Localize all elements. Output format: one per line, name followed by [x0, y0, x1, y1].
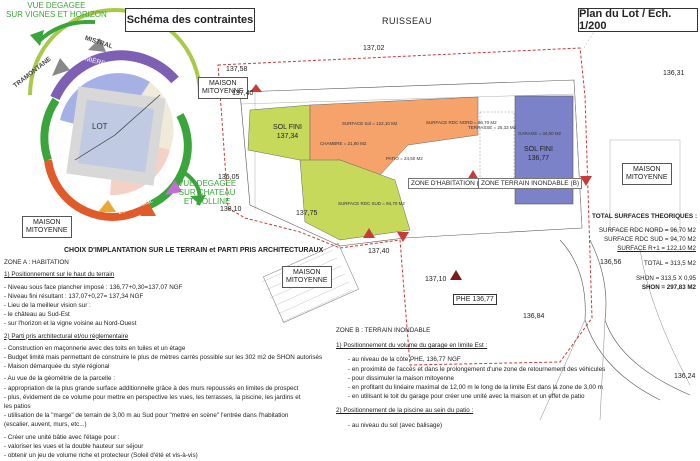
text-zone-a: CHOIX D'IMPLANTATION SUR LE TERRAIN et P…: [4, 246, 334, 460]
surf-rdc-sud: SURFACE RDC SUD = 94,70 M2: [338, 201, 405, 206]
phe-label: PHE 136,77: [453, 294, 497, 305]
surf-sol: SURFACE Sol = 122,10 M2: [342, 121, 398, 126]
zone-b-s1a: - au niveau de la côte PHE, 136,77 NGF: [348, 356, 461, 364]
sol-fini-a: SOL FINI 137,34: [273, 124, 302, 140]
level-137-10: 137,10: [425, 276, 447, 283]
zone-b-s2a: - au niveau du sol (avec balisage): [348, 421, 443, 429]
zone-a-s2f: - plus, évidement de ce volume pour mett…: [4, 393, 301, 401]
totals-block: TOTAL SURFACES THEORIQUES : SURFACE RDC …: [592, 212, 698, 292]
maison-mitoyenne-east: MAISON MITOYENNE: [622, 163, 672, 186]
zone-a-s2d: - Au vue de la géométrie de la parcelle …: [4, 375, 115, 383]
shon-calc: SHON = 313,5 X 0,95: [635, 275, 696, 282]
level-137-02: 137,02: [363, 45, 385, 52]
total-r1: SURFACE R+1 = 122,10 M2: [617, 245, 696, 252]
zone-habitation-label: ZONE D'HABITATION (A): [408, 178, 489, 189]
patio-label: PATIO = 24,50 M2: [386, 156, 423, 161]
shon-result: SHON = 297,83 M2: [641, 284, 696, 291]
zone-a-s1b: - Niveau fini résultant : 137,07+0,27= 1…: [4, 292, 144, 300]
ruisseau-label: RUISSEAU: [382, 16, 433, 26]
zone-a-s2b: - Budget limité mais permettant de const…: [4, 354, 323, 362]
text-zone-b: ZONE B : TERRAIN INONDABLE 1) Positionne…: [336, 326, 636, 430]
level-137-58: 137,58: [226, 66, 248, 73]
lot-label: LOT: [92, 122, 108, 131]
text-heading: CHOIX D'IMPLANTATION SUR LE TERRAIN et P…: [64, 247, 324, 254]
total-sum: TOTAL = 313,5 M2: [644, 260, 696, 267]
zone-b-title: ZONE B : TERRAIN INONDABLE: [336, 327, 431, 334]
schema-title: Schéma des contraintes: [125, 8, 255, 32]
zone-a-s1a: - Niveau sous face plancher imposé : 136…: [4, 283, 183, 291]
zone-b-s1b: - en proximité de l'accès et dans le pro…: [348, 365, 606, 373]
maison-mitoyenne-north: MAISON MITOYENNE: [198, 77, 248, 100]
surf-rdc-nord-small: SURFACE RDC NORD = 96,70 M2: [426, 120, 497, 125]
chambre-label: CHAMBRE = 21,80 M2: [320, 141, 367, 146]
sol-fini-b: SOL FINI 136,77: [524, 146, 553, 162]
zone-a-s2l: - obtenir un jeu de volume riche et prot…: [4, 452, 198, 460]
level-136-84: 136,84: [523, 313, 545, 320]
zone-b-s1c: - pour dissimuler la maison mitoyenne: [348, 374, 455, 382]
zone-a-s1c: - Lieu de la meilleur vision sur :: [4, 302, 91, 310]
level-137-75: 137,75: [296, 210, 318, 217]
zone-a-s2: 2) Parti pris architectural et/ou réglem…: [4, 332, 129, 340]
level-138-10: 138,10: [220, 206, 242, 213]
zone-a-s2e: - appropriation de la plus grande surfac…: [4, 384, 299, 392]
zone-a-s1d: - le château au Sud-Est: [4, 311, 70, 319]
zone-a-s2a: - Construction en maçonnerie avec des to…: [4, 344, 186, 352]
zone-b-s2: 2) Positionnement de la piscine au sein …: [336, 407, 474, 415]
total-rdc-nord: SURFACE RDC NORD = 96,70 M2: [598, 227, 696, 234]
surf-garage: GARAGE = 34,00 M2: [518, 131, 562, 136]
total-rdc-sud: SURFACE RDC SUD = 94,70 M2: [604, 236, 696, 243]
vue-vignes-label: VUE DEGAGEE SUR VIGNES ET HORIZON: [6, 1, 107, 19]
terrasse-label: TERRASSE = 25,33 M2: [468, 125, 517, 130]
level-136-56: 136,56: [600, 259, 622, 266]
zone-a-s2k: - valoriser les vues et la double hauteu…: [4, 442, 144, 450]
level-137-40-top: 137,40: [232, 90, 254, 97]
zone-a-s2h: - utilisation de la "marge" de terrain d…: [4, 412, 289, 420]
zone-a-s2j: - Créer une unité bâtie avec l'étage pou…: [4, 433, 120, 441]
parcel-plan: [217, 29, 691, 421]
zone-a-s2i: (escalier, auvent, murs, etc...): [4, 421, 87, 429]
plan-title: Plan du Lot / Ech. 1/200: [578, 8, 698, 32]
zone-b-s1: 1) Positionnement du volume du garage en…: [336, 342, 488, 350]
zone-a-s2c: - Maison démarquée du style régional: [4, 363, 110, 371]
zone-inondable-label: ZONE TERRAIN INONDABLE (B): [478, 178, 583, 189]
zone-a-s2g: les patios: [4, 403, 31, 411]
zone-b-s1d: - en profitant du linéaire maximal de 12…: [348, 384, 603, 392]
zone-a-s1e: - sur l'horizon et la vigne voisine au N…: [4, 320, 137, 328]
level-136-05: 136,05: [218, 174, 240, 181]
level-137-40-bottom: 137,40: [368, 248, 390, 255]
maison-mitoyenne-west: MAISON MITOYENNE: [22, 216, 72, 239]
zone-b-s1e: - en utilisant le toit du garage pour cr…: [348, 393, 585, 401]
vue-chateau-label: VUE DEGAGEE SUR CHATEAU ET COLLINE: [178, 179, 237, 206]
level-136-31: 136,31: [663, 70, 685, 77]
level-136-24: 136,24: [674, 373, 696, 380]
compass-diagram: [28, 8, 206, 221]
maison-mitoyenne-south: MAISON MITOYENNE: [282, 266, 332, 289]
zone-a-title: ZONE A : HABITATION: [4, 259, 69, 267]
zone-a-s1: 1) Positionnement sur le haut du terrain: [4, 271, 115, 279]
totals-title: TOTAL SURFACES THEORIQUES :: [592, 213, 698, 220]
